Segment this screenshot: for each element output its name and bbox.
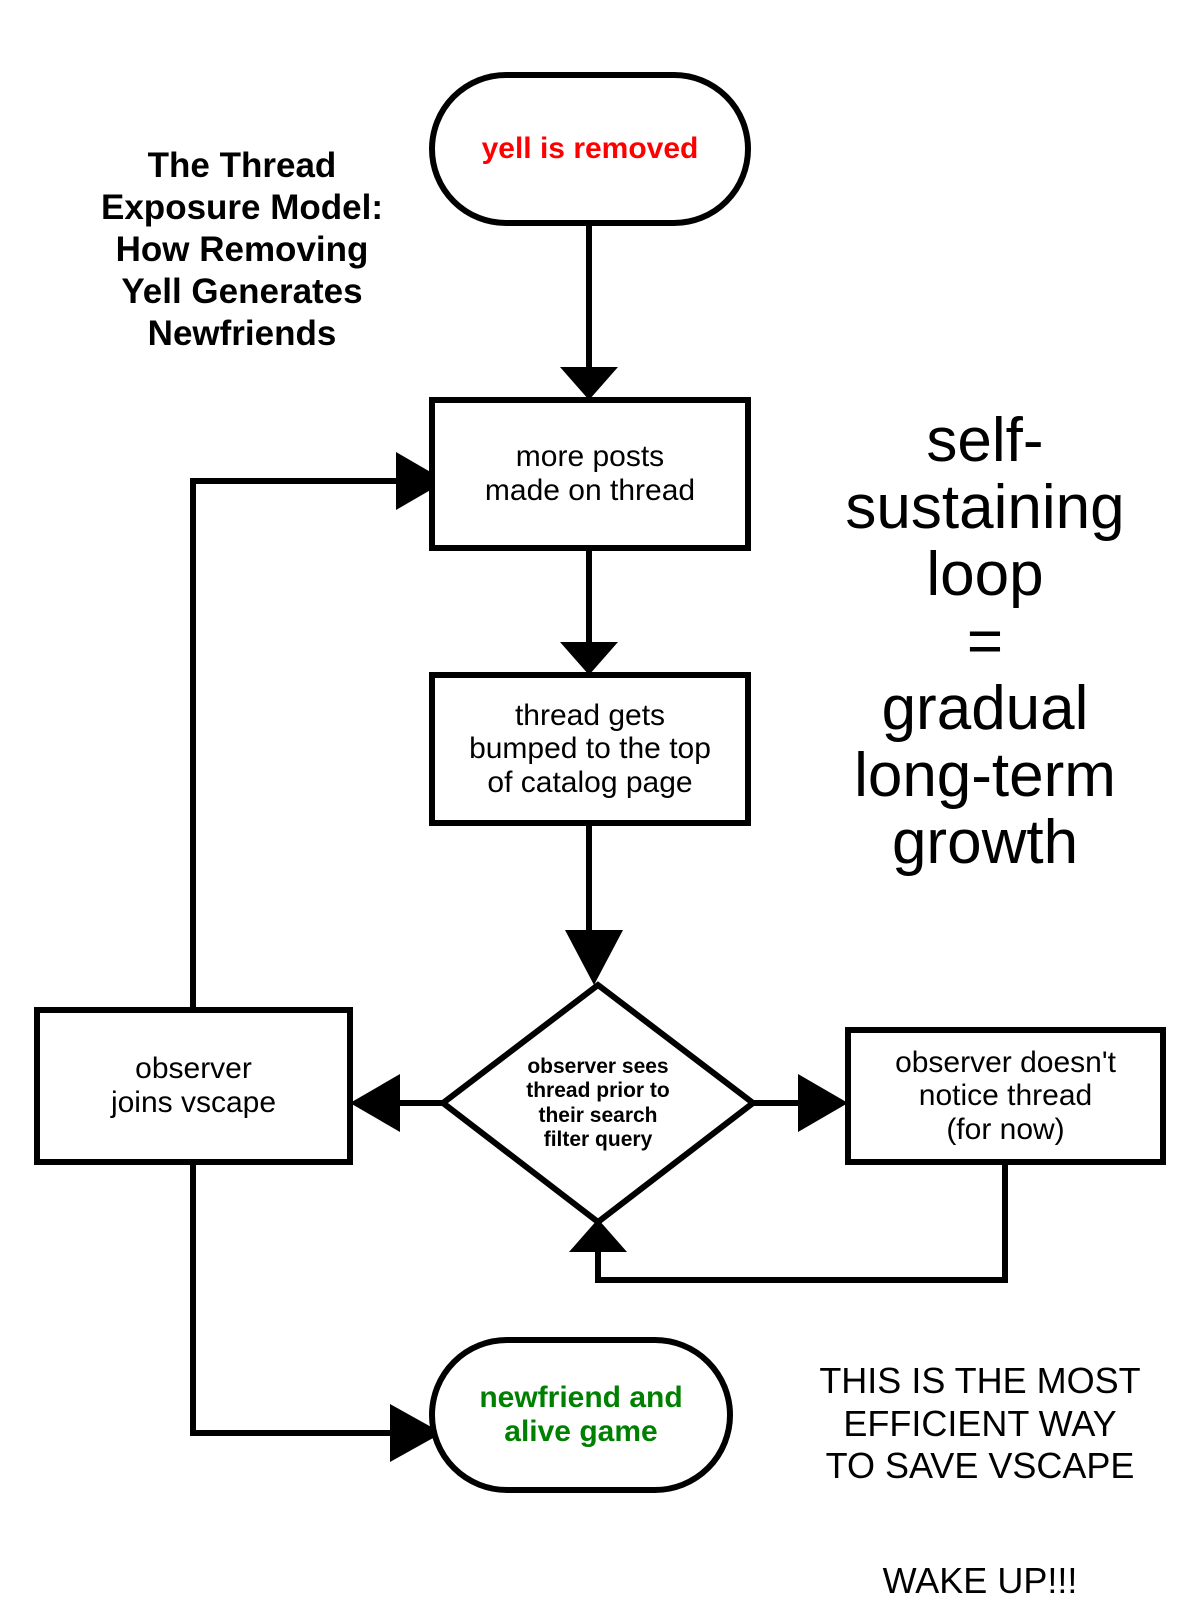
edge-bumped-to-decision: [565, 823, 623, 985]
node-thread-bumped[interactable]: [429, 672, 751, 826]
node-newfriend[interactable]: [429, 1337, 733, 1493]
edge-start-to-posts: [560, 223, 618, 400]
edge-decision-to-misses: [753, 1074, 848, 1132]
node-observer-joins[interactable]: [34, 1007, 353, 1165]
edge-joins-to-newfriend: [190, 1162, 442, 1462]
node-yell-removed[interactable]: [429, 72, 751, 226]
edge-decision-to-joins: [350, 1074, 443, 1132]
node-more-posts[interactable]: [429, 397, 751, 551]
node-observer-sees-decision[interactable]: [438, 981, 758, 1226]
edge-misses-back-to-decision: [569, 1162, 1008, 1283]
node-observer-misses[interactable]: [845, 1027, 1166, 1165]
edge-joins-back-to-posts: [190, 452, 446, 1010]
edge-posts-to-bumped: [560, 548, 618, 675]
